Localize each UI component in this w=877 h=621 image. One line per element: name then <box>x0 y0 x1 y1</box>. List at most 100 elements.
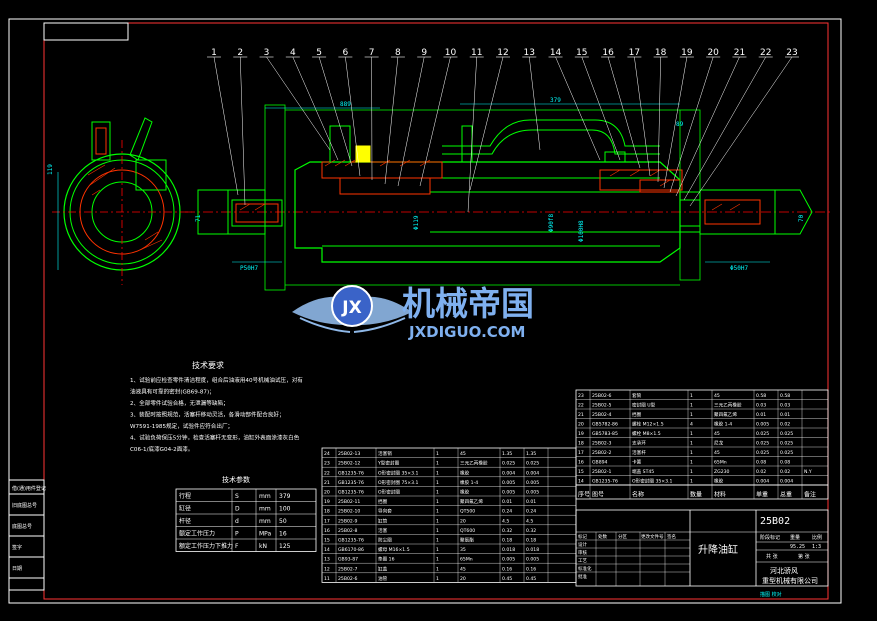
parts-cell: 0.24 <box>502 509 512 515</box>
dim-top-mid: 379 <box>550 97 561 104</box>
params-cell: P <box>235 531 239 538</box>
tb-row-3: 标准化 <box>578 565 592 572</box>
balloon-number: 14 <box>550 48 562 58</box>
balloon-number: 20 <box>707 48 719 58</box>
parts-cell: 25B02-9 <box>338 518 357 524</box>
parts-cell: 材料 <box>714 491 726 499</box>
parts-cell: 0.018 <box>502 547 515 553</box>
parts-cell: 4 <box>690 422 693 428</box>
watermark-cn: 机械帝国 <box>402 284 534 323</box>
balloon-leader <box>607 56 641 169</box>
parts-cell: 活塞销 <box>378 450 392 457</box>
params-cell: 50 <box>279 518 287 525</box>
parts-cell: 0.025 <box>756 431 769 437</box>
parts-cell: 25B02-6 <box>338 576 357 582</box>
params-cell: 行程 <box>179 492 191 500</box>
parts-cell: 挡圈 <box>632 411 642 418</box>
dim-center-2: Φ100H8 <box>578 220 585 242</box>
balloon-number: 3 <box>264 48 270 58</box>
stage-label: 阶段标记 <box>760 534 780 541</box>
parts-cell: 0.005 <box>502 557 515 563</box>
parts-cell: 65Mn <box>460 557 473 563</box>
parts-cell: GB5783-85 <box>592 431 618 437</box>
strip-label-0: 借(通)用件登记 <box>12 485 46 492</box>
parts-cell: 1 <box>436 461 439 467</box>
parts-cell: 1 <box>436 528 439 534</box>
tb-label-0: 标记 <box>578 533 587 540</box>
parts-cell: 45 <box>460 451 466 457</box>
params-cell: 杆径 <box>179 517 191 525</box>
parts-cell: O形密封圈 35×3.1 <box>632 478 673 485</box>
weight-label: 重量 <box>790 534 800 541</box>
parts-cell: 密封圈 U型 <box>632 402 656 409</box>
balloon-number: 2 <box>237 48 243 58</box>
parts-cell: 23 <box>324 461 330 467</box>
parts-cell: 0.18 <box>502 538 512 544</box>
parts-cell: 25B02-7 <box>338 566 357 572</box>
tb-label-4: 签名 <box>667 533 676 540</box>
tech-req-line: 油液具有可靠的密封(GB69-87)； <box>130 388 215 396</box>
parts-cell: 0.08 <box>756 460 766 466</box>
balloon-leader <box>663 56 688 189</box>
tb-label-2: 分区 <box>618 533 627 540</box>
params-cell: F <box>235 543 239 550</box>
parts-cell: 25B02-1 <box>592 469 611 475</box>
parts-cell: 0.02 <box>780 469 790 475</box>
params-cell: d <box>235 518 239 525</box>
scale-value: 1:3 <box>812 544 821 550</box>
parts-cell: 0.01 <box>780 412 790 418</box>
parts-cell: 20 <box>578 422 584 428</box>
parts-cell: 0.58 <box>780 393 790 399</box>
parts-cell: 16 <box>324 528 330 534</box>
parts-cell: 0.025 <box>756 441 769 447</box>
balloon-number: 11 <box>471 48 482 58</box>
balloon-number: 21 <box>734 48 745 58</box>
balloon-leader <box>467 56 477 213</box>
params-cell: 125 <box>279 543 291 550</box>
parts-cell: 17 <box>578 450 584 456</box>
parts-cell: 19 <box>578 431 584 437</box>
dim-top-left: 889 <box>340 101 351 108</box>
tech-req-line: W7591-1985规定，试验件应符合出厂； <box>130 422 233 430</box>
parts-cell: 三元乙丙橡胶 <box>714 402 742 409</box>
parts-cell: 15 <box>324 538 330 544</box>
parts-cell: 活塞杆 <box>632 449 646 456</box>
watermark-en: JXDIGUO.COM <box>408 323 525 341</box>
tb-row-1: 审核 <box>578 549 587 556</box>
parts-cell: 0.32 <box>502 528 512 534</box>
parts-cell: 聚氨酯 <box>460 537 474 544</box>
parts-cell: QT600 <box>460 528 475 534</box>
parts-cell: 0.005 <box>526 490 539 496</box>
balloon-number: 5 <box>316 48 322 58</box>
parts-cell: 25B02-12 <box>338 461 360 467</box>
tech-req-title: 技术要求 <box>192 360 224 370</box>
parts-cell: 1 <box>436 547 439 553</box>
parts-table-border <box>575 484 829 500</box>
parts-cell: 15 <box>578 469 584 475</box>
parts-cell: 20 <box>460 576 466 582</box>
parts-cell: 24 <box>324 451 330 457</box>
tech-req-line: C06-1/底漆G04-2面漆。 <box>130 445 193 453</box>
parts-cell: 聚四氟乙烯 <box>460 498 483 505</box>
params-cell: D <box>235 506 240 513</box>
parts-cell: 0.01 <box>502 499 512 505</box>
parts-cell: 1 <box>690 479 693 485</box>
balloon-leader <box>683 56 766 201</box>
params-cell: 缸径 <box>179 505 191 513</box>
parts-cell: 聚四氟乙烯 <box>714 411 737 418</box>
parts-cell: 0.005 <box>502 490 515 496</box>
dim-left-pin: P50H7 <box>240 265 258 272</box>
parts-cell: 25B02-6 <box>592 393 611 399</box>
balloon-number: 17 <box>629 48 640 58</box>
balloon-leader <box>675 56 740 197</box>
parts-cell: 1 <box>690 460 693 466</box>
end-view-height-dim: 119 <box>47 164 54 175</box>
drawing-frame <box>43 22 829 600</box>
parts-cell: GB894 <box>592 460 608 466</box>
tech-req-line: 4、试验负荷保压5分钟，检查活塞杆无变形，油缸外表面涂漆灰白色 <box>130 434 300 442</box>
parts-cell: 1 <box>436 490 439 496</box>
parts-cell: 20 <box>460 518 466 524</box>
balloon-number: 22 <box>760 48 771 58</box>
parts-cell: 19 <box>324 499 330 505</box>
